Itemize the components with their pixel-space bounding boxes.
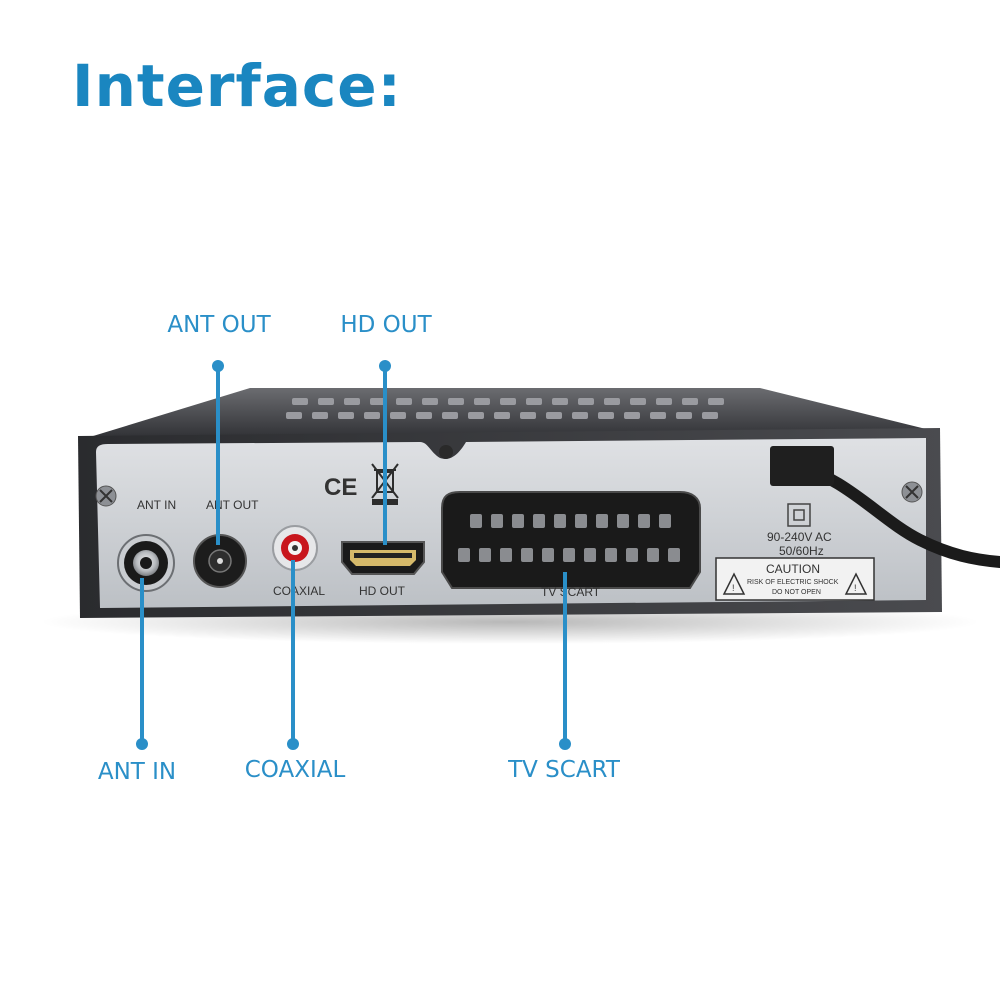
vent-slot [448,398,464,405]
vent-slot [630,398,646,405]
vent-slot [572,412,588,419]
callout-label-tv-scart: TV SCART [508,757,620,783]
scart-pin [542,548,554,562]
scart-pin [575,514,587,528]
vent-slot [468,412,484,419]
scart-pin [563,548,575,562]
tv-scart-connector[interactable] [441,491,701,589]
power-rating-voltage: 90-240V AC [767,530,832,544]
vent-slot [338,412,354,419]
cable-grommet [770,446,834,486]
vent-slot [416,412,432,419]
ventilation-slots [286,398,724,419]
hd-out-port[interactable] [341,541,425,575]
vent-slot [390,412,406,419]
vent-slot [494,412,510,419]
screw-right [901,481,923,503]
vent-slot [682,398,698,405]
scart-pin [638,514,650,528]
scart-pin [668,548,680,562]
vent-slot [526,398,542,405]
warning-triangle-icon [722,572,746,595]
vent-slot [656,398,672,405]
vent-slot [474,398,490,405]
callout-dot-tv-scart [559,738,571,750]
vent-slot [500,398,516,405]
vent-slot [598,412,614,419]
scart-pin [500,548,512,562]
caution-line-2: DO NOT OPEN [772,589,821,596]
vent-slot [396,398,412,405]
vent-slot [370,398,386,405]
vent-slot [552,398,568,405]
panel-label-ant-in: ANT IN [137,498,176,512]
caution-label: ! ! CAUTION RISK OF ELECTRIC SHOCK DO NO… [715,557,875,601]
scart-pin [605,548,617,562]
vent-slot [318,398,334,405]
panel-label-tv-scart: TV SCART [541,585,601,599]
vent-slot [546,412,562,419]
vent-slot [422,398,438,405]
scart-pin [584,548,596,562]
vent-slot [578,398,594,405]
vent-slot [624,412,640,419]
vent-slot [442,412,458,419]
svg-text:!: ! [854,583,857,593]
scart-pin [626,548,638,562]
power-rating-frequency: 50/60Hz [779,544,824,558]
vent-slot [312,412,328,419]
callout-label-hd-out: HD OUT [340,312,432,338]
callout-dot-hd-out [379,360,391,372]
vent-slot [292,398,308,405]
warning-triangle-icon [844,572,868,595]
scart-pin [470,514,482,528]
vent-slot [702,412,718,419]
panel-label-coaxial: COAXIAL [273,584,325,598]
scart-pin [512,514,524,528]
callout-dot-coaxial [287,738,299,750]
callout-dot-ant-out [212,360,224,372]
scart-pin [458,548,470,562]
scart-pin [491,514,503,528]
panel-label-hd-out: HD OUT [359,584,406,598]
caution-title: CAUTION [766,562,820,576]
callout-label-ant-out: ANT OUT [167,312,271,338]
screw-hole [439,445,453,459]
page-title: Interface: [72,52,402,120]
vent-slot [344,398,360,405]
svg-text:!: ! [732,583,735,593]
scart-pin [617,514,629,528]
scart-pin [479,548,491,562]
scart-pin [554,514,566,528]
screw-left [95,485,117,507]
vent-slot [650,412,666,419]
double-insulation-icon [787,503,811,527]
scart-pin [596,514,608,528]
callout-label-ant-in: ANT IN [97,759,177,785]
vent-slot [604,398,620,405]
vent-slot [676,412,692,419]
callout-label-coaxial: COAXIAL [244,757,346,783]
scart-pin [533,514,545,528]
caution-line-1: RISK OF ELECTRIC SHOCK [747,579,839,586]
ant-in-connector[interactable] [117,534,175,592]
scart-pin [659,514,671,528]
scart-pin [521,548,533,562]
vent-slot [364,412,380,419]
callout-lines [136,360,571,750]
scart-pin [647,548,659,562]
ce-mark: CE [324,474,357,501]
vent-slot [520,412,536,419]
vent-slot [286,412,302,419]
panel-label-ant-out: ANT OUT [206,498,259,512]
vent-slot [708,398,724,405]
callout-dot-ant-in [136,738,148,750]
